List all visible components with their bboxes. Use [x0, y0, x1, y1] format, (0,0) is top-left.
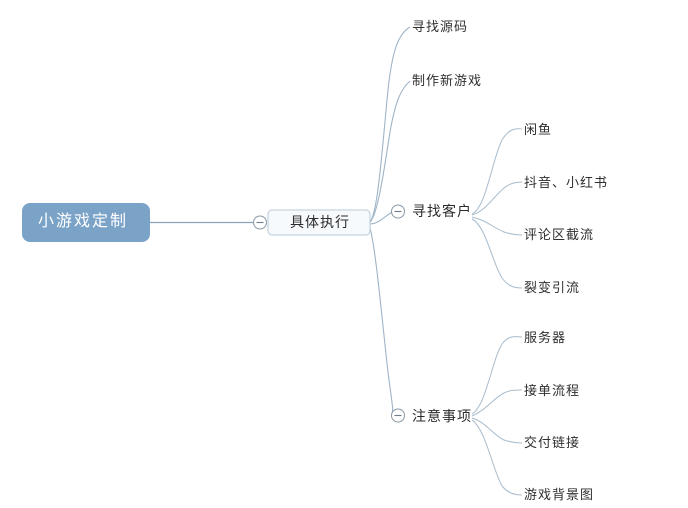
notes-leaf-label-game-background[interactable]: 游戏背景图 — [524, 487, 595, 502]
root-node-box[interactable] — [22, 203, 150, 242]
edge-customers-to-leaf-0 — [471, 128, 523, 215]
customers-leaf-label-xianyu[interactable]: 闲鱼 — [524, 122, 553, 137]
edge-notes-to-leaf-0 — [471, 336, 523, 415]
collapse-toggle-notes[interactable] — [391, 408, 405, 423]
customers-leaf-label-fission-traffic[interactable]: 裂变引流 — [524, 280, 581, 295]
child-label-find-source[interactable]: 寻找源码 — [412, 19, 469, 34]
collapse-toggle-main-branch[interactable] — [253, 215, 267, 230]
main-branch-node-box[interactable] — [267, 209, 371, 236]
edge-customers-to-leaf-2 — [471, 216, 523, 236]
customers-leaf-label-douyin-xiaohongshu[interactable]: 抖音、小红书 — [524, 175, 609, 190]
child-label-make-new-game[interactable]: 制作新游戏 — [412, 73, 483, 88]
edge-main-to-child-3 — [369, 227, 394, 415]
notes-leaf-label-server[interactable]: 服务器 — [524, 330, 567, 345]
customers-leaf-label-comment-traffic[interactable]: 评论区截流 — [524, 227, 595, 242]
collapse-toggle-customers[interactable] — [391, 204, 405, 219]
edge-notes-to-leaf-2 — [471, 417, 523, 444]
root-node-label[interactable]: 小游戏定制 — [38, 213, 129, 230]
main-branch-label[interactable]: 具体执行 — [290, 214, 350, 230]
edge-customers-to-leaf-3 — [471, 218, 523, 289]
child-label-find-customers[interactable]: 寻找客户 — [412, 203, 472, 219]
edge-notes-to-leaf-1 — [471, 389, 523, 417]
notes-leaf-label-order-process[interactable]: 接单流程 — [524, 383, 581, 398]
notes-leaf-label-delivery-link[interactable]: 交付链接 — [524, 435, 581, 450]
child-label-notes[interactable]: 注意事项 — [412, 408, 472, 424]
edge-main-to-child-0 — [369, 26, 411, 223]
edge-main-to-child-2 — [369, 211, 393, 225]
edge-customers-to-leaf-1 — [471, 181, 523, 216]
edge-notes-to-leaf-3 — [471, 419, 523, 496]
edge-main-to-child-1 — [369, 80, 411, 223]
